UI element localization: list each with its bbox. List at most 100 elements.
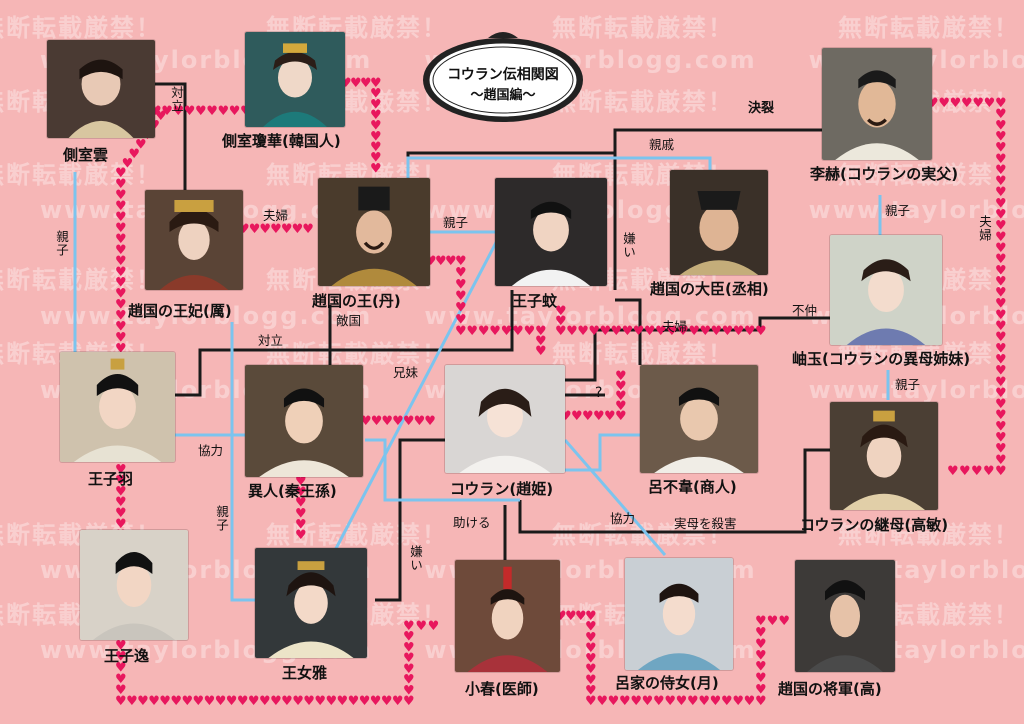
portrait-keibo	[830, 402, 938, 510]
heart-icon: ♥	[403, 694, 415, 709]
heart-icon: ♥	[585, 641, 597, 656]
portrait-oukihi	[145, 190, 243, 290]
heart-icon: ♥	[744, 324, 756, 339]
heart-icon: ♥	[984, 96, 996, 111]
heart-icon: ♥	[995, 330, 1007, 345]
heart-icon: ♥	[115, 650, 127, 665]
heart-icon: ♥	[325, 694, 337, 709]
heart-icon: ♥	[995, 375, 1007, 390]
heart-icon: ♥	[608, 694, 620, 709]
line-ouhi-oujo	[230, 322, 255, 602]
heart-icon: ♥	[238, 222, 250, 237]
portrait-image	[795, 560, 895, 672]
watermark-text: 無断転載厳禁！	[838, 14, 1020, 42]
heart-icon: ♥	[370, 108, 382, 123]
heart-icon: ♥	[259, 222, 271, 237]
heart-icon: ♥	[206, 104, 218, 119]
rel-shinshi-4: 親子	[214, 505, 229, 532]
heart-icon: ♥	[115, 342, 127, 357]
heart-icon: ♥	[971, 464, 983, 479]
heart-icon: ♥	[593, 409, 605, 424]
portrait-sokushitsu-keika	[245, 32, 345, 127]
heart-icon: ♥	[995, 286, 1007, 301]
heart-icon: ♥	[281, 694, 293, 709]
heart-icon: ♥	[995, 453, 1007, 468]
heart-icon: ♥	[995, 129, 1007, 144]
portrait-shoushun	[455, 560, 560, 672]
watermark-text: 無断転載厳禁！	[838, 161, 1020, 189]
heart-icon: ♥	[778, 614, 790, 629]
heart-icon: ♥	[115, 309, 127, 324]
heart-icon: ♥	[403, 683, 415, 698]
heart-icon: ♥	[995, 263, 1007, 278]
portrait-image	[445, 365, 565, 473]
name-ouji-ko: 王子蚊	[512, 292, 558, 310]
portrait-oujo-ga	[255, 548, 367, 658]
heart-icon: ♥	[115, 320, 127, 335]
portrait-image	[830, 235, 942, 345]
portrait-kouran	[445, 365, 565, 473]
portrait-image	[145, 190, 243, 290]
heart-icon: ♥	[455, 277, 467, 292]
heart-icon: ♥	[972, 96, 984, 111]
heart-icon: ♥	[950, 96, 962, 111]
heart-icon: ♥	[755, 637, 767, 652]
heart-icon: ♥	[622, 324, 634, 339]
heart-icon: ♥	[938, 96, 950, 111]
heart-icon: ♥	[995, 419, 1007, 434]
heart-icon: ♥	[126, 694, 138, 709]
rel-tairitsu-2: 対立	[258, 333, 284, 348]
heart-icon: ♥	[733, 324, 745, 339]
heart-icon: ♥	[403, 640, 415, 655]
heart-icon: ♥	[370, 151, 382, 166]
portrait-image	[318, 178, 430, 286]
rel-jitsubo: 実母を殺害	[674, 516, 737, 531]
heart-icon: ♥	[428, 619, 440, 634]
rel-shinshi-3: 親子	[895, 377, 921, 392]
rel-kirai-2: 嫌い	[408, 545, 423, 572]
heart-icon: ♥	[710, 694, 722, 709]
heart-icon: ♥	[370, 694, 382, 709]
heart-icon: ♥	[392, 694, 404, 709]
line-fuchuu	[565, 316, 830, 382]
heart-icon: ♥	[666, 324, 678, 339]
heart-icon: ♥	[995, 274, 1007, 289]
heart-icon: ♥	[360, 76, 372, 91]
heart-icon: ♥	[995, 241, 1007, 256]
watermark-text: 無断転載厳禁！	[0, 266, 162, 294]
heart-icon: ♥	[512, 324, 524, 339]
name-chou-ou: 趙国の王(丹)	[312, 292, 401, 310]
heart-icon: ♥	[995, 96, 1007, 111]
heart-icon: ♥	[115, 495, 127, 510]
heart-icon: ♥	[995, 107, 1007, 122]
heart-icon: ♥	[995, 141, 1007, 156]
heart-icon: ♥	[524, 324, 536, 339]
heart-icon: ♥	[615, 369, 627, 384]
heart-icon: ♥	[148, 694, 160, 709]
heart-icon: ♥	[381, 414, 393, 429]
heart-icon: ♥	[566, 324, 578, 339]
heart-icon: ♥	[755, 671, 767, 686]
heart-icon: ♥	[565, 609, 577, 624]
portrait-rikaku	[822, 48, 932, 160]
title-frame	[423, 32, 583, 122]
heart-icon: ♥	[535, 334, 547, 349]
heart-icon: ♥	[248, 694, 260, 709]
heart-icon: ♥	[115, 221, 127, 236]
line-ijin-kouran	[365, 438, 520, 502]
heart-icon: ♥	[615, 389, 627, 404]
heart-icon: ♥	[699, 324, 711, 339]
heart-icon: ♥	[115, 287, 127, 302]
rel-fuufu-2: 夫婦	[977, 215, 992, 242]
name-sokushitsu-un: 側室雲	[63, 146, 109, 164]
watermark-row: 無断転載厳禁！ 無断転載厳禁！ 無断転載厳禁！ 無断転載厳禁！	[0, 8, 1020, 43]
heart-icon: ♥	[161, 104, 173, 119]
heart-icon: ♥	[425, 254, 437, 269]
heart-icon: ♥	[173, 104, 185, 119]
heart-icon: ♥	[295, 507, 307, 522]
heart-icon: ♥	[755, 614, 767, 629]
portrait-image	[455, 560, 560, 672]
heart-icon: ♥	[611, 324, 623, 339]
heart-icon: ♥	[270, 222, 282, 237]
